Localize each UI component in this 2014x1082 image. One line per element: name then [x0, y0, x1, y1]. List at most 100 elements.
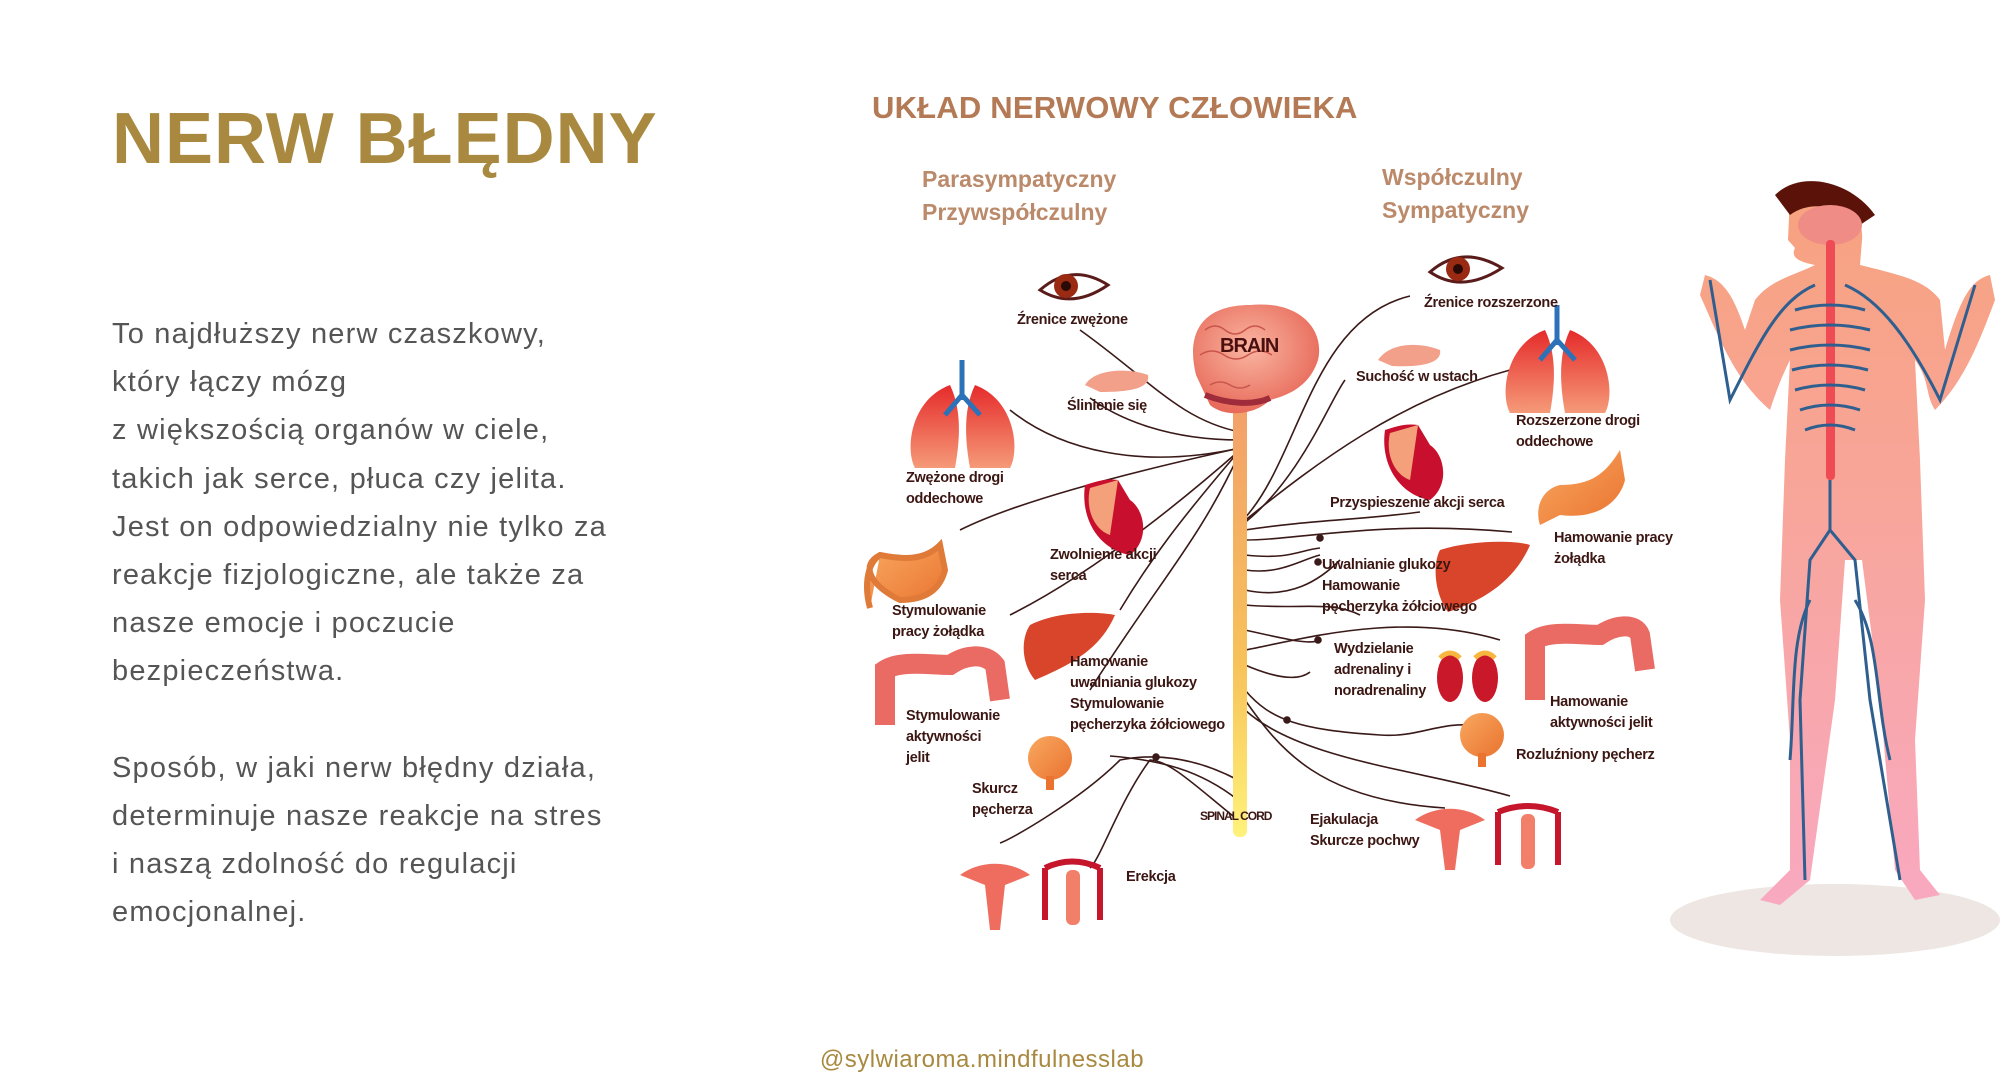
label-adrenaline: Wydzielanie adrenaliny i noradrenaliny: [1334, 639, 1426, 702]
label-line: adrenaliny i: [1334, 662, 1411, 678]
label-line: Zwężone drogi: [906, 470, 1004, 486]
label-line: pęcherzyka żółciowego: [1070, 717, 1225, 733]
label-bladder-relaxed: Rozluźniony pęcherz: [1516, 745, 1655, 766]
text-line: nasze emocje i poczucie: [112, 607, 456, 640]
label-salivation: Ślinienie się: [1067, 396, 1147, 417]
label-stomach-inhibit: Hamowanie pracy żołądka: [1554, 528, 1673, 570]
label-bladder-contract: Skurcz pęcherza: [972, 779, 1033, 821]
female-reproductive-icon-left: [960, 863, 1030, 930]
label-line: Stymulowanie: [1070, 696, 1164, 712]
bladder-icon-right: [1460, 713, 1504, 767]
label-line: Źrenice zwężone: [1017, 312, 1128, 328]
stomach-icon-left: [864, 538, 949, 609]
bladder-icon-left: [1028, 736, 1072, 790]
heading-line: Sympatyczny: [1382, 197, 1530, 223]
intestine-icon-left: [875, 646, 1010, 725]
label-line: Hamowanie: [1322, 578, 1400, 594]
female-reproductive-icon-right: [1415, 808, 1485, 870]
label-line: serca: [1050, 568, 1087, 584]
label-line: żołądka: [1554, 551, 1606, 567]
text-line: determinuje nasze reakcje na stres: [112, 800, 603, 833]
kidneys-icon: [1437, 650, 1498, 702]
text-line: który łączy mózg: [112, 366, 348, 399]
text-line: z większością organów w ciele,: [112, 414, 550, 447]
diagram-title: UKŁAD NERWOWY CZŁOWIEKA: [872, 90, 1358, 125]
label-line: jelit: [906, 750, 930, 766]
heading-line: Współczulny: [1382, 164, 1523, 190]
description-text: To najdłuższy nerw czaszkowy, który łącz…: [112, 310, 607, 937]
text-line: i naszą zdolność do regulacji: [112, 848, 518, 881]
label-stomach-stimulate: Stymulowanie pracy żołądka: [892, 601, 986, 643]
label-intestine-stimulate: Stymulowanie aktywności jelit: [906, 706, 1000, 769]
tongue-icon-right: [1378, 344, 1441, 367]
label-line: noradrenaliny: [1334, 683, 1426, 699]
label-line: Uwalnianie glukozy: [1322, 557, 1451, 573]
footer-handle: @sylwiaroma.mindfulnesslab: [819, 1046, 1145, 1073]
label-line: Przyspieszenie akcji serca: [1330, 495, 1505, 511]
eye-icon-right: [1427, 255, 1505, 284]
text-line: reakcje fizjologiczne, ale także za: [112, 559, 585, 592]
tongue-icon-left: [1085, 370, 1149, 392]
label-line: Źrenice rozszerzone: [1424, 295, 1558, 311]
label-line: Stymulowanie: [892, 603, 986, 619]
label-line: Suchość w ustach: [1356, 369, 1478, 385]
label-pupils-dilated: Źrenice rozszerzone: [1424, 293, 1558, 314]
stomach-icon-right: [1538, 450, 1625, 525]
label-line: Hamowanie: [1070, 654, 1148, 670]
label-line: pęcherza: [972, 802, 1033, 818]
label-line: Rozluźniony pęcherz: [1516, 747, 1655, 763]
label-line: Skurcze pochwy: [1310, 833, 1420, 849]
heart-icon-left: [1084, 479, 1144, 555]
spinal-cord-label: SPINAL CORD: [1200, 809, 1272, 823]
label-line: Zwolnienie akcji: [1050, 547, 1157, 563]
label-line: Hamowanie pracy: [1554, 530, 1673, 546]
parasympathetic-heading: Parasympatyczny Przywspółczulny: [922, 163, 1116, 229]
label-line: Stymulowanie: [906, 708, 1000, 724]
label-line: Erekcja: [1126, 869, 1176, 885]
label-pupils-constricted: Źrenice zwężone: [1017, 310, 1128, 331]
label-line: Rozszerzone drogi: [1516, 413, 1640, 429]
liver-icon-right: [1435, 541, 1530, 612]
heart-icon-right: [1384, 424, 1444, 500]
sympathetic-heading: Współczulny Sympatyczny: [1382, 161, 1529, 227]
human-figure-illustration: [1670, 181, 2000, 956]
eye-icon-left: [1037, 273, 1111, 301]
label-line: Wydzielanie: [1334, 641, 1414, 657]
text-line: takich jak serce, płuca czy jelita.: [112, 462, 567, 495]
label-line: pęcherzyka żółciowego: [1322, 599, 1477, 615]
text-line: Jest on odpowiedzialny nie tylko za: [112, 510, 607, 543]
intestine-icon-right: [1525, 616, 1655, 700]
text-line: emocjonalnej.: [112, 896, 307, 929]
heading-line: Przywspółczulny: [922, 199, 1108, 225]
brain-label: BRAIN: [1220, 335, 1279, 357]
heading-line: Parasympatyczny: [922, 166, 1117, 192]
spinal-cord: [1233, 405, 1247, 837]
label-line: pracy żołądka: [892, 624, 985, 640]
text-line: bezpieczeństwa.: [112, 655, 345, 688]
label-line: Skurcz: [972, 781, 1018, 797]
label-erection: Erekcja: [1126, 867, 1176, 888]
text-line: Sposób, w jaki nerw błędny działa,: [112, 751, 597, 784]
label-dry-mouth: Suchość w ustach: [1356, 367, 1478, 388]
label-line: uwalniania glukozy: [1070, 675, 1197, 691]
label-line: Ejakulacja: [1310, 812, 1378, 828]
label-intestine-inhibit: Hamowanie aktywności jelit: [1550, 692, 1653, 734]
label-line: Hamowanie: [1550, 694, 1628, 710]
label-line: oddechowe: [1516, 434, 1594, 450]
page-title: NERW BŁĘDNY: [112, 99, 658, 179]
text-line: To najdłuższy nerw czaszkowy,: [112, 318, 546, 350]
liver-icon-left: [1023, 612, 1115, 680]
label-heart-faster: Przyspieszenie akcji serca: [1330, 493, 1505, 514]
label-heart-slower: Zwolnienie akcji serca: [1050, 545, 1157, 587]
male-reproductive-icon-left: [1042, 858, 1103, 925]
lungs-icon-left: [910, 360, 1015, 468]
label-line: aktywności: [906, 729, 982, 745]
label-line: Ślinienie się: [1067, 398, 1147, 414]
brain-illustration: [1193, 304, 1320, 414]
label-line: aktywności jelit: [1550, 715, 1653, 731]
